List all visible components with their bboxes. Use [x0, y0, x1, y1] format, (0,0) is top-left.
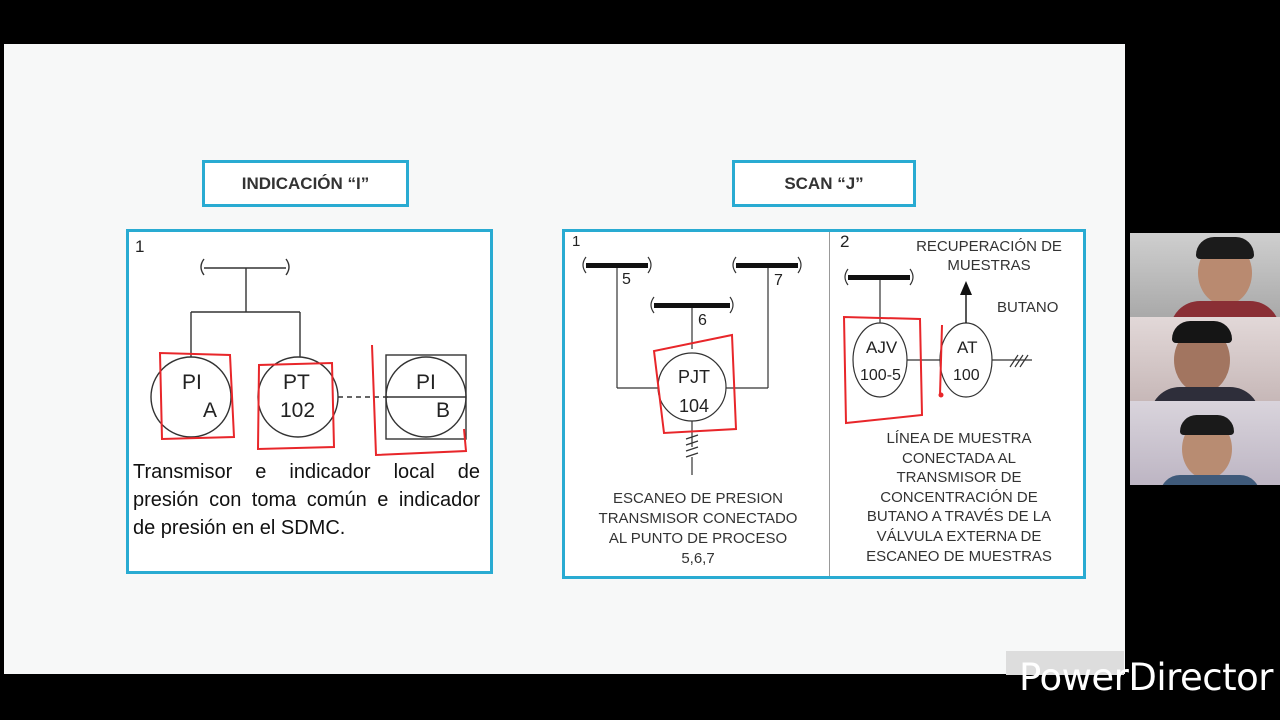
pt-bubble [257, 356, 339, 438]
recovery-line: MUESTRAS [947, 257, 1031, 274]
right-title: SCAN “J” [784, 173, 864, 193]
sample-desc-line: ESCANEO DE MUESTRAS [866, 547, 1052, 565]
left-description: Transmisor e indicador local de presión … [133, 461, 480, 539]
participant-hair [1196, 237, 1254, 259]
butano-label: BUTANO [997, 299, 1059, 316]
recovery-label: RECUPERACIÓN DE MUESTRAS [905, 237, 1073, 275]
pt-line1: PT [283, 371, 310, 394]
pjt-line1: PJT [678, 367, 711, 387]
participant-shirt [1150, 387, 1260, 401]
recovery-line: RECUPERACIÓN DE [916, 238, 1062, 255]
right-panel-2-number: 2 [840, 232, 850, 251]
participant-hair [1172, 321, 1232, 343]
right-panel-divider [829, 232, 830, 576]
webcam-tile-3 [1130, 401, 1280, 485]
pt-line2: 102 [280, 399, 316, 422]
watermark-backdrop [1006, 651, 1124, 675]
sample-line-description: LÍNEA DE MUESTRA CONECTADA AL TRANSMISOR… [846, 429, 1072, 566]
sample-desc-line: TRANSMISOR DE [896, 469, 1022, 487]
right-title-box: SCAN “J” [732, 160, 916, 207]
at-line2: 100 [953, 367, 980, 384]
participant-shirt [1160, 475, 1260, 485]
at-line1: AT [957, 338, 978, 357]
scan-desc-line: TRANSMISOR CONECTADO [598, 510, 798, 527]
at-bubble [939, 322, 993, 398]
scan-desc-line: AL PUNTO DE PROCESO [608, 530, 788, 547]
ajv-line2: 100-5 [860, 367, 901, 384]
tap-5: 5 [622, 271, 631, 288]
sample-desc-line: BUTANO A TRAVÉS DE LA [866, 508, 1052, 526]
left-diagram [150, 258, 468, 457]
tap-7: 7 [774, 272, 783, 289]
ajv-bubble [852, 322, 908, 398]
pi-b-line2: B [436, 399, 451, 422]
pi-a-line1: PI [182, 371, 202, 394]
right-panel-1-number: 1 [572, 233, 581, 250]
webcam-tile-1 [1130, 233, 1280, 317]
pi-a-line2: A [203, 399, 218, 422]
pi-a-bubble [150, 356, 232, 438]
participant-shirt [1170, 301, 1280, 317]
left-panel-number: 1 [135, 237, 145, 256]
participant-hair [1180, 415, 1234, 435]
powerdirector-watermark: PowerDirector [1019, 656, 1274, 699]
sample-desc-line: LÍNEA DE MUESTRA [886, 430, 1032, 447]
tap-6: 6 [698, 312, 707, 329]
pi-b-line1: PI [416, 371, 436, 394]
sample-desc-line: VÁLVULA EXTERNA DE [876, 527, 1042, 545]
scan-description: ESCANEO DE PRESION TRANSMISOR CONECTADO … [578, 489, 818, 569]
right-panel [562, 229, 1086, 579]
pjt-line2: 104 [679, 396, 710, 416]
scan-desc-line: 5,6,7 [681, 550, 715, 567]
left-title-box: INDICACIÓN “I” [202, 160, 409, 207]
scan-desc-line: ESCANEO DE PRESION [612, 490, 784, 507]
ajv-line1: AJV [866, 338, 898, 357]
left-title: INDICACIÓN “I” [241, 173, 370, 193]
sample-desc-line: CONCENTRACIÓN DE [880, 488, 1038, 506]
webcam-tile-2 [1130, 317, 1280, 401]
left-panel [126, 229, 493, 574]
scan-diagram [582, 256, 1032, 475]
sample-desc-line: CONECTADA AL [902, 449, 1016, 467]
